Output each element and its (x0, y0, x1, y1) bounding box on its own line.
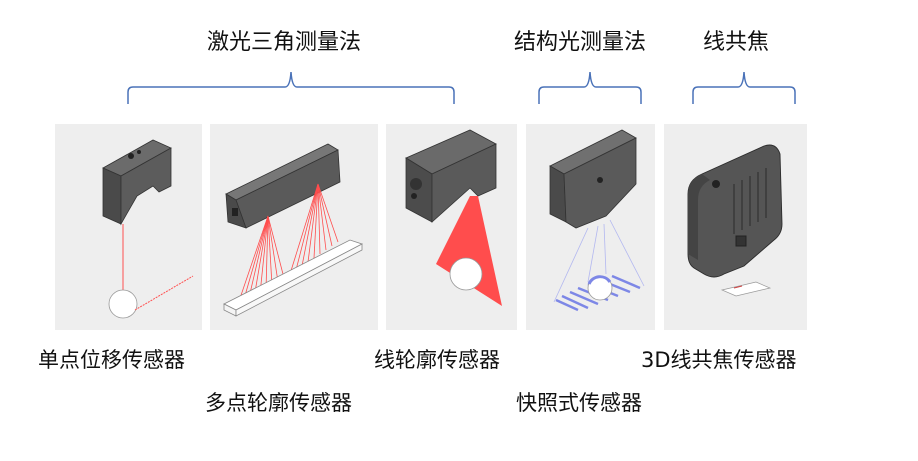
single-point-sensor-illustration (102, 139, 194, 319)
laser-beams (235, 183, 339, 311)
brace-structured-light (538, 71, 642, 104)
brace-line-confocal (692, 71, 796, 104)
target-plate (720, 281, 772, 297)
panel-snapshot-sensor (526, 124, 655, 330)
sensor-device-icon (225, 143, 341, 229)
sensor-device-icon (102, 139, 172, 226)
label-multi-point-sensor: 多点轮廓传感器 (205, 391, 352, 415)
multi-point-sensor-illustration (223, 143, 364, 317)
sensor-device-icon (687, 144, 783, 278)
reflected-beam (134, 275, 194, 311)
brace-laser-triangulation (127, 71, 455, 104)
group-title-laser-triangulation: 激光三角测量法 (207, 30, 362, 55)
label-snapshot-sensor: 快照式传感器 (516, 391, 642, 415)
group-title-line-confocal: 线共焦 (703, 30, 770, 55)
label-line-profile-sensor: 线轮廓传感器 (374, 348, 500, 372)
sensor-device-icon (549, 129, 637, 229)
panel-line-profile-sensor (386, 124, 517, 330)
target-sphere (449, 257, 483, 291)
line-profile-sensor-illustration (405, 129, 502, 306)
laser-fan (436, 196, 502, 306)
label-line-confocal-sensor: 3D线共焦传感器 (641, 348, 797, 372)
projection-lines (553, 219, 645, 303)
snapshot-sensor-illustration (549, 129, 645, 312)
group-title-structured-light: 结构光测量法 (514, 30, 647, 55)
sensor-device-icon (405, 129, 497, 223)
panel-line-confocal-sensor (664, 124, 807, 330)
panel-single-point-sensor (55, 124, 202, 330)
target-sphere (108, 289, 138, 319)
line-confocal-sensor-illustration (687, 144, 783, 297)
panel-multi-point-sensor (210, 124, 378, 330)
label-single-point-sensor: 单点位移传感器 (38, 348, 185, 372)
target-plate (223, 239, 364, 317)
